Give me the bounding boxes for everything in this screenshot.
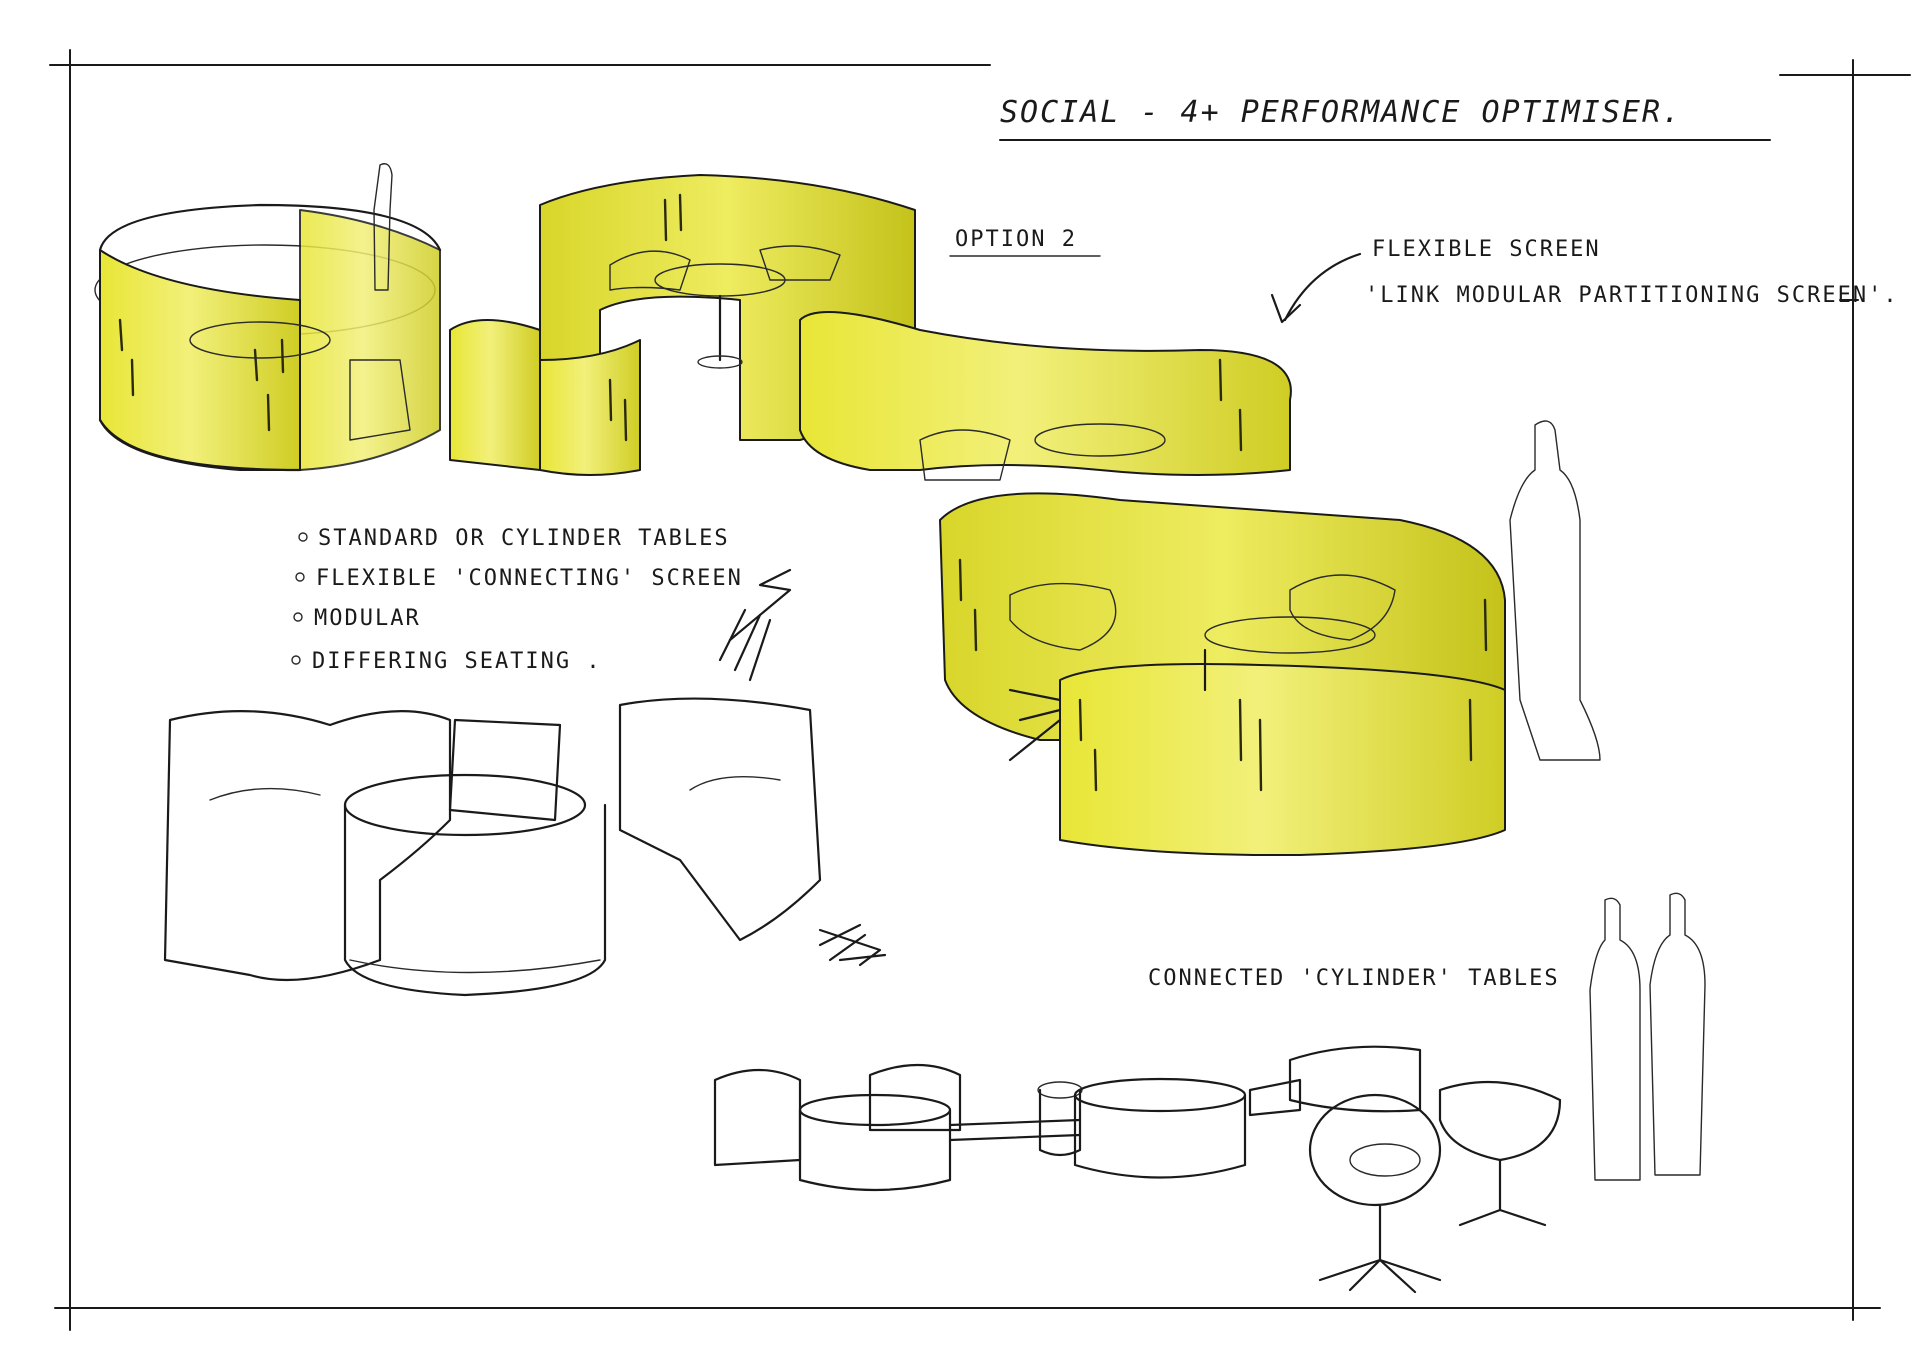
bullet-dot	[295, 572, 305, 582]
annotation-line-1: FLEXIBLE SCREEN	[1372, 237, 1601, 262]
annotation-arrow-line	[1283, 252, 1362, 322]
feature-item: MODULAR	[314, 606, 421, 631]
bullet-dot	[293, 612, 303, 622]
feature-item: DIFFERING SEATING .	[312, 649, 602, 674]
seating-cluster-sketch	[163, 568, 887, 997]
screen-loop-left	[94, 163, 442, 472]
connected-tables-sketch	[713, 892, 1706, 1294]
annotation-line-2: 'LINK MODULAR PARTITIONING SCREEN'.	[1365, 283, 1899, 308]
screen-loop-right-upper	[799, 311, 1292, 481]
feature-item: STANDARD OR CYLINDER TABLES	[318, 526, 730, 551]
sheet-title: SOCIAL - 4+ PERFORMANCE OPTIMISER.	[1000, 95, 1682, 130]
screen-loop-right-lower	[939, 492, 1506, 857]
bullet-dot	[291, 655, 301, 665]
annotation-arrow-head	[1270, 293, 1302, 324]
feature-list: STANDARD OR CYLINDER TABLES FLEXIBLE 'CO…	[291, 526, 743, 674]
feature-item: FLEXIBLE 'CONNECTING' SCREEN	[316, 566, 743, 591]
sheet-frame	[49, 49, 1911, 1331]
option-label: OPTION 2	[955, 227, 1077, 252]
standing-figure-right	[1509, 420, 1601, 761]
bullet-dot	[298, 532, 308, 542]
connected-tables-label: CONNECTED 'CYLINDER' TABLES	[1148, 966, 1560, 991]
